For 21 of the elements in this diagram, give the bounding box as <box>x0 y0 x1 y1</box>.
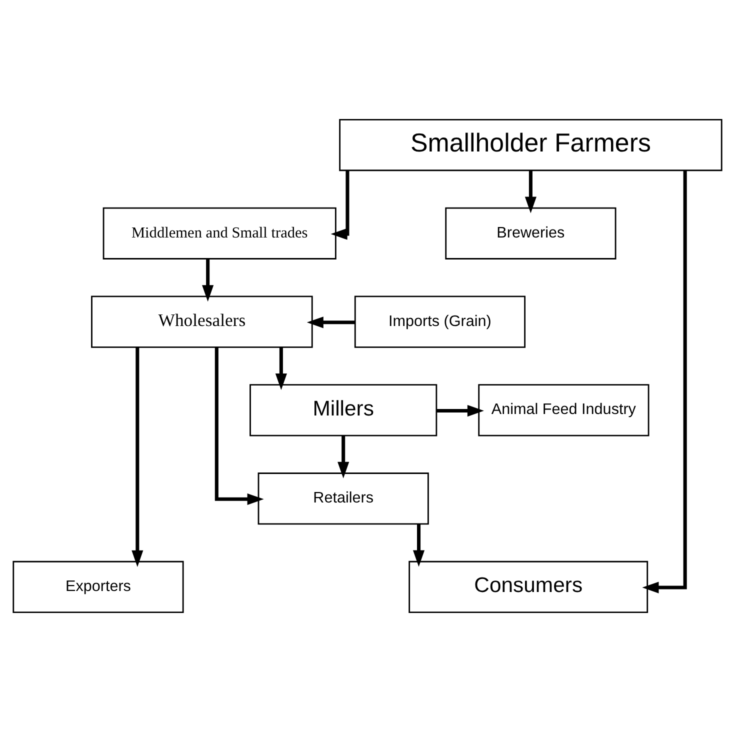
arrow <box>412 524 425 566</box>
node-box: Millers <box>250 384 438 436</box>
arrow <box>306 316 356 328</box>
node-box: Breweries <box>445 206 616 259</box>
arrow <box>338 435 350 478</box>
arrow <box>214 346 264 504</box>
node-box: Smallholder Farmers <box>339 118 722 171</box>
arrow <box>330 170 350 240</box>
node-box: Middlemen and Small trades <box>102 206 336 259</box>
arrow <box>524 170 536 213</box>
arrow <box>642 170 687 593</box>
arrow <box>202 258 214 302</box>
node-box: Retailers <box>258 472 429 524</box>
node-box: Imports (Grain) <box>354 295 526 348</box>
node-box: Animal Feed Industry <box>478 384 650 436</box>
node-box: Exporters <box>12 560 184 612</box>
arrow <box>275 346 287 390</box>
arrow <box>436 404 484 416</box>
node-box: Wholesalers <box>91 295 313 348</box>
node-box: Consumers <box>408 560 648 612</box>
arrow <box>132 346 144 566</box>
